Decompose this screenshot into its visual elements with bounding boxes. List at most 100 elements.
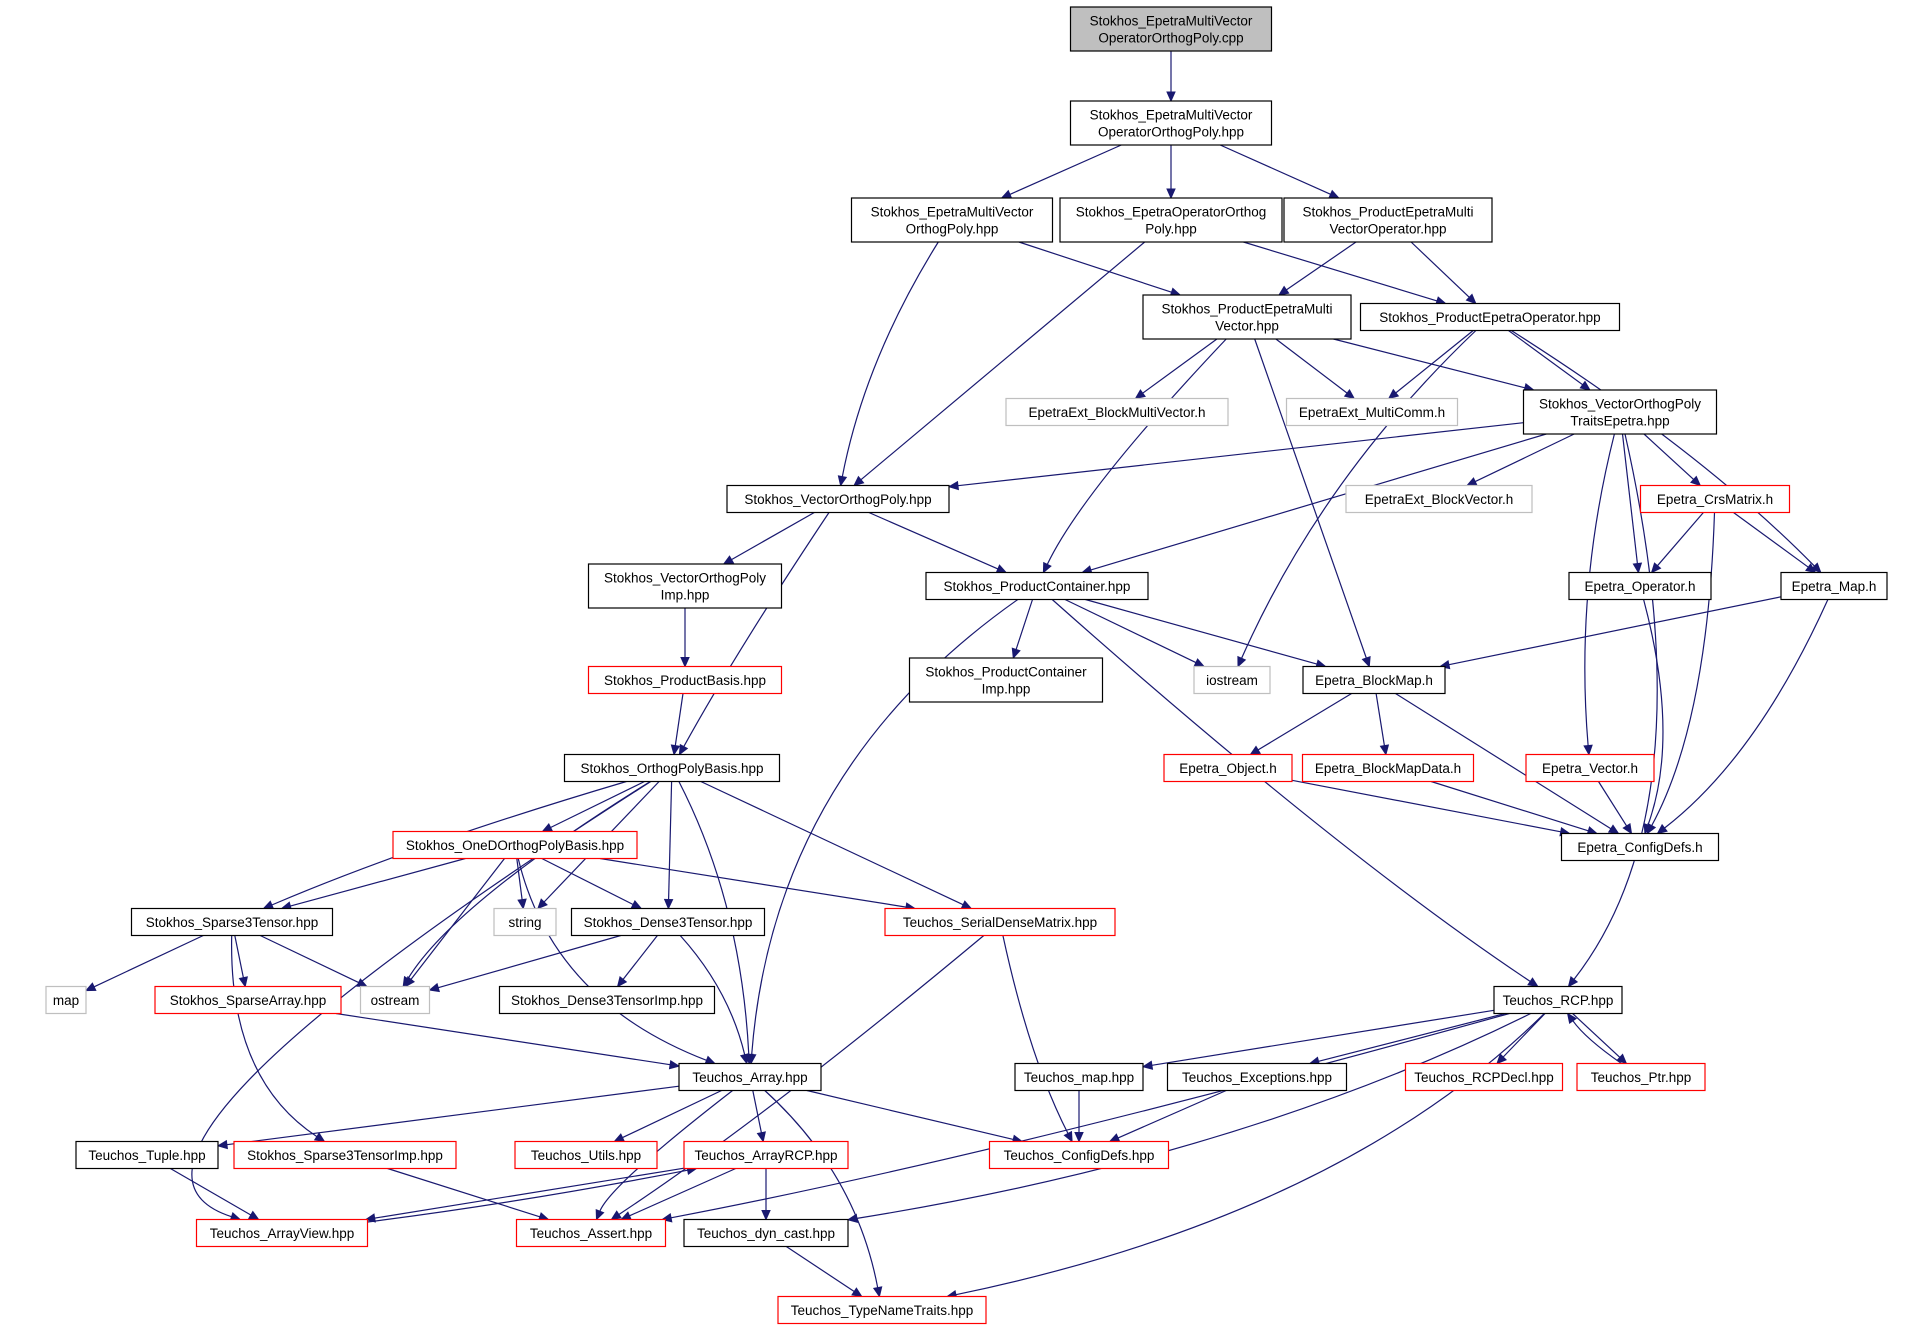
node-box [1301, 753, 1475, 783]
node-teuchos-rcp-hpp[interactable]: Teuchos_RCP.hpp [1493, 985, 1623, 1015]
arrowhead-icon [1805, 563, 1817, 574]
node-teuchos-rcpdecl-hpp[interactable]: Teuchos_RCPDecl.hpp [1404, 1062, 1564, 1092]
node-label: Stokhos_Sparse3TensorImp.hpp [247, 1148, 443, 1163]
node-stokhos-productepetramultivectoroperator-hpp[interactable]: Stokhos_ProductEpetraMultiVectorOperator… [1283, 197, 1493, 243]
node-label: Stokhos_ProductEpetraMulti [1302, 204, 1473, 219]
edge-n36-to-n44 [752, 1090, 762, 1133]
arrowhead-icon [1193, 658, 1206, 668]
node-box [587, 563, 783, 609]
arrowhead-icon [756, 1131, 766, 1143]
node-teuchos-serialdensematrix-hpp[interactable]: Teuchos_SerialDenseMatrix.hpp [884, 907, 1116, 937]
edge-n9-to-n11 [1474, 433, 1575, 483]
node-label: Teuchos_ArrayView.hpp [210, 1226, 355, 1241]
edge-n6-to-n16 [1510, 329, 1815, 567]
node-teuchos-exceptions-hpp[interactable]: Teuchos_Exceptions.hpp [1166, 1062, 1348, 1092]
edge-n9-to-n15 [1621, 433, 1638, 564]
edge-n35-to-n38 [1318, 1012, 1506, 1062]
node-teuchos-utils-hpp[interactable]: Teuchos_Utils.hpp [514, 1140, 658, 1170]
arrowhead-icon [216, 1139, 228, 1150]
edge-n6-to-n9 [1508, 330, 1583, 386]
node-string: string [493, 907, 557, 937]
node-stokhos-epetramultivectoroperatororthogpoly-hpp[interactable]: Stokhos_EpetraMultiVectorOperatorOrthogP… [1069, 100, 1273, 146]
node-teuchos-arrayview-hpp[interactable]: Teuchos_ArrayView.hpp [195, 1218, 369, 1248]
edge-n22-to-n26 [1291, 779, 1561, 833]
arrowhead-icon [404, 976, 416, 988]
arrowhead-icon [595, 1208, 605, 1221]
node-epetra-object-h[interactable]: Epetra_Object.h [1163, 753, 1293, 783]
node-epetra-map-h[interactable]: Epetra_Map.h [1780, 571, 1888, 601]
node-label: Imp.hpp [982, 681, 1031, 696]
node-epetraext-multicomm-h: EpetraExt_MultiComm.h [1285, 397, 1459, 427]
edge-n9-to-n12 [1643, 433, 1695, 480]
node-stokhos-epetramultivectoroperatororthogpoly-cpp[interactable]: Stokhos_EpetraMultiVectorOperatorOrthogP… [1069, 6, 1273, 52]
node-box [1014, 1062, 1144, 1092]
edge-n10-to-n21 [683, 512, 830, 747]
node-stokhos-onedorthogpolybasis-hpp[interactable]: Stokhos_OneDOrthogPolyBasis.hpp [392, 830, 638, 860]
node-epetra-blockmapdata-h[interactable]: Epetra_BlockMapData.h [1301, 753, 1475, 783]
arrowhead-icon [1277, 285, 1290, 296]
node-box [1069, 6, 1273, 52]
node-stokhos-sparse3tensor-hpp[interactable]: Stokhos_Sparse3Tensor.hpp [130, 907, 334, 937]
node-label: Epetra_ConfigDefs.h [1577, 840, 1702, 855]
node-box [1345, 484, 1533, 514]
node-stokhos-orthogpolybasis-hpp[interactable]: Stokhos_OrthogPolyBasis.hpp [563, 753, 781, 783]
node-epetra-crsmatrix-h[interactable]: Epetra_CrsMatrix.h [1639, 484, 1791, 514]
arrowhead-icon [428, 982, 440, 993]
arrowhead-icon [364, 1213, 376, 1223]
node-box [1493, 985, 1623, 1015]
edge-n9-to-n14 [1090, 433, 1547, 571]
arrowhead-icon [1166, 91, 1176, 103]
node-stokhos-productepetraoperator-hpp[interactable]: Stokhos_ProductEpetraOperator.hpp [1359, 302, 1621, 332]
node-box [45, 985, 87, 1015]
node-stokhos-dense3tensor-hpp[interactable]: Stokhos_Dense3Tensor.hpp [570, 907, 766, 937]
node-epetra-blockmap-h[interactable]: Epetra_BlockMap.h [1302, 665, 1446, 695]
edge-n25-to-n29 [541, 857, 634, 906]
node-stokhos-productbasis-hpp[interactable]: Stokhos_ProductBasis.hpp [587, 665, 783, 695]
arrowhead-icon [1237, 655, 1247, 668]
arrowhead-icon [851, 1287, 863, 1298]
node-box [1142, 294, 1352, 340]
node-epetra-vector-h[interactable]: Epetra_Vector.h [1525, 753, 1655, 783]
node-box [683, 1218, 849, 1248]
node-epetra-operator-h[interactable]: Epetra_Operator.h [1568, 571, 1712, 601]
node-box [195, 1218, 369, 1248]
edge-n5-to-n7 [1142, 338, 1218, 394]
arrowhead-icon [739, 1053, 750, 1065]
node-teuchos-assert-hpp[interactable]: Teuchos_Assert.hpp [515, 1218, 667, 1248]
node-label: Stokhos_EpetraMultiVector [871, 204, 1034, 219]
node-teuchos-array-hpp[interactable]: Teuchos_Array.hpp [678, 1062, 822, 1092]
node-box [498, 985, 716, 1015]
node-label: OrthogPoly.hpp [906, 221, 999, 236]
node-stokhos-sparsearray-hpp[interactable]: Stokhos_SparseArray.hpp [154, 985, 342, 1015]
node-label: Teuchos_Array.hpp [692, 1070, 807, 1085]
node-teuchos-arrayrcp-hpp[interactable]: Teuchos_ArrayRCP.hpp [683, 1140, 849, 1170]
node-teuchos-typenametraits-hpp[interactable]: Teuchos_TypeNameTraits.hpp [777, 1295, 987, 1325]
node-teuchos-tuple-hpp[interactable]: Teuchos_Tuple.hpp [75, 1140, 219, 1170]
node-label: EpetraExt_BlockMultiVector.h [1028, 405, 1205, 420]
arrowhead-icon [1343, 388, 1356, 400]
node-teuchos-configdefs-hpp[interactable]: Teuchos_ConfigDefs.hpp [988, 1140, 1170, 1170]
node-teuchos-ptr-hpp[interactable]: Teuchos_Ptr.hpp [1576, 1062, 1706, 1092]
node-box [1568, 571, 1712, 601]
node-label: Stokhos_VectorOrthogPoly [1539, 396, 1701, 411]
node-epetra-configdefs-h[interactable]: Epetra_ConfigDefs.h [1560, 832, 1720, 862]
node-label: Stokhos_SparseArray.hpp [170, 993, 327, 1008]
arrowhead-icon [1011, 647, 1021, 660]
node-stokhos-vectororthogpoly-hpp[interactable]: Stokhos_VectorOrthogPoly.hpp [726, 484, 950, 514]
arrowhead-icon [541, 822, 554, 833]
edge-n32-to-n36 [335, 1012, 671, 1066]
arrowhead-icon [1328, 189, 1340, 199]
node-stokhos-sparse3tensorimp-hpp[interactable]: Stokhos_Sparse3TensorImp.hpp [233, 1140, 457, 1170]
node-box [884, 907, 1116, 937]
node-box [1285, 397, 1459, 427]
node-teuchos-dyn-cast-hpp[interactable]: Teuchos_dyn_cast.hpp [683, 1218, 849, 1248]
node-stokhos-dense3tensorimp-hpp[interactable]: Stokhos_Dense3TensorImp.hpp [498, 985, 716, 1015]
node-teuchos-map-hpp[interactable]: Teuchos_map.hpp [1014, 1062, 1144, 1092]
node-stokhos-productcontainer-hpp[interactable]: Stokhos_ProductContainer.hpp [925, 571, 1149, 601]
